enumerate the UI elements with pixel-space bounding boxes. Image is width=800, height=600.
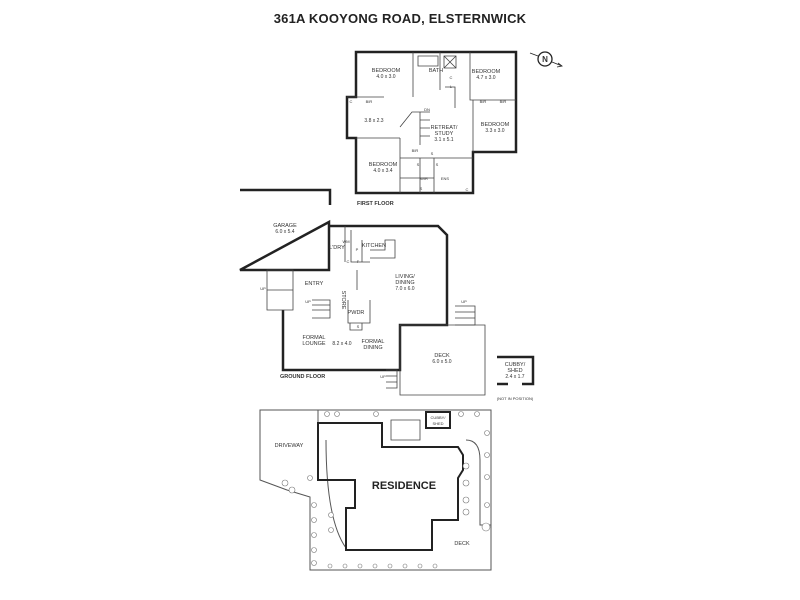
room-label: N [542,55,548,64]
room-label: S [420,186,423,191]
room-label: BATH [429,68,443,74]
room-label: S [417,162,420,167]
room-label: DRIVEWAY [275,443,304,449]
room-label: 3.8 x 2.3 [364,118,383,124]
room-label: S [431,151,434,156]
room-label: 4.0 x 3.4 [373,168,392,174]
cubby-shed: CUBBY/ SHED 2.4 x 1.7 (NOT IN POSITION) [497,355,535,401]
room-label: S [436,162,439,167]
room-label: SHED [432,421,443,426]
plan-title: 361A KOOYONG ROAD, ELSTERNWICK [273,11,527,26]
first-floor-plan: BEDROOM 4.0 x 3.0 BATH BEDROOM 4.7 x 3.0… [345,50,518,207]
room-label: DN [424,107,430,112]
room-label: WM [342,239,349,244]
planting [281,411,491,569]
room-label: CUBBY/ [505,362,526,368]
room-label: C [347,259,350,264]
room-label: C [450,75,453,80]
room-label: STUDY [435,131,454,137]
room-label: SHED [507,368,522,374]
room-label: PWDR [348,310,365,316]
room-label: DINING [363,345,382,351]
room-label: L [450,84,453,89]
room-label: BIR [480,99,487,104]
room-label: STORE [340,291,346,310]
room-label: C [350,99,353,104]
room-label: BIR [366,99,373,104]
room-label: FORMAL [362,339,385,345]
site-plan: DRIVEWAY RESIDENCE CUBBY/ SHED DECK [259,409,492,571]
room-label: 2.4 x 1.7 [505,374,524,380]
room-label: 6.0 x 5.0 [432,359,451,365]
room-label: DINING [395,280,414,286]
room-label: UP [461,299,467,304]
room-label: 3.1 x 5.1 [434,137,453,143]
room-label: WIR [420,176,428,181]
room-label: BEDROOM [481,122,510,128]
room-label: DECK [454,541,470,547]
room-label: FORMAL [303,335,326,341]
room-label: 7.0 x 6.0 [395,286,414,292]
room-label: UP [380,374,386,379]
room-label: ENS [441,176,450,181]
room-label: ENTRY [305,281,324,287]
room-label: 4.7 x 3.0 [476,75,495,81]
room-label: CUBBY/ [431,415,447,420]
room-label: LIVING/ [395,274,415,280]
room-label: 3.3 x 3.0 [485,128,504,134]
room-label: GROUND FLOOR [280,374,325,380]
room-label: C [466,187,469,192]
room-label: 6.0 x 5.4 [275,229,294,235]
room-label: BIR [412,148,419,153]
room-label: FIRST FLOOR [357,201,394,207]
room-label: BEDROOM [472,69,501,75]
room-label: DECK [434,353,450,359]
room-label: LOUNGE [302,341,326,347]
room-label: S [357,324,360,329]
north-compass-icon: N [529,51,563,68]
room-label: UP [260,286,266,291]
room-label: RESIDENCE [372,480,436,492]
ground-floor-plan: GARAGE 6.0 x 5.4 L'DRY KITCHEN LIVING/ D… [239,188,535,401]
room-label: KITCHEN [362,243,386,249]
room-label: BIR [500,99,507,104]
room-label: RETREAT/ [431,125,458,131]
room-label: BEDROOM [372,68,401,74]
room-label: 4.0 x 3.0 [376,74,395,80]
room-label: (NOT IN POSITION) [497,396,534,401]
room-label: F [357,259,360,264]
room-label: BEDROOM [369,162,398,168]
room-label: 8.2 x 4.0 [332,341,351,347]
room-label: GARAGE [273,223,297,229]
room-label: UP [305,299,311,304]
room-label: P [356,247,359,252]
room-label: L'DRY [329,245,345,251]
